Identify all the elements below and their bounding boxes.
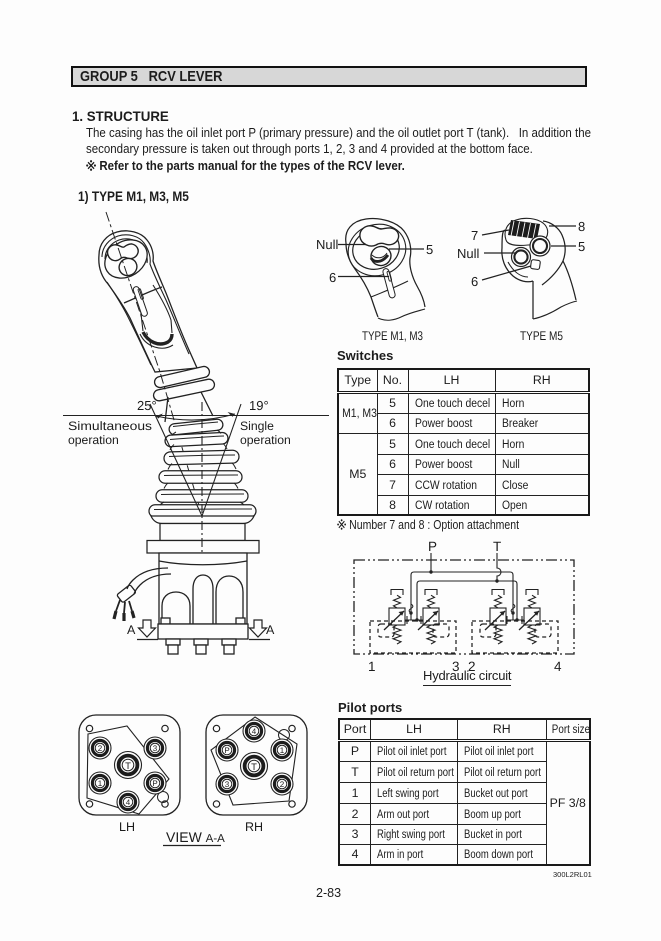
svg-text:19°: 19°	[249, 398, 269, 413]
svg-text:3: 3	[225, 780, 230, 789]
svg-text:6: 6	[471, 274, 478, 289]
svg-text:7: 7	[471, 228, 478, 243]
svg-text:P: P	[152, 779, 157, 788]
svg-text:2: 2	[280, 780, 285, 789]
svg-text:P: P	[428, 539, 437, 554]
svg-text:2: 2	[468, 659, 476, 674]
svg-text:1: 1	[280, 746, 285, 755]
svg-text:VIEW A-A: VIEW A-A	[166, 829, 225, 845]
svg-text:8: 8	[578, 219, 585, 234]
svg-text:RH: RH	[245, 820, 263, 834]
svg-text:Null: Null	[457, 246, 480, 261]
svg-text:1: 1	[368, 659, 376, 674]
svg-text:3: 3	[452, 659, 460, 674]
svg-text:25°: 25°	[137, 398, 157, 413]
svg-text:1: 1	[98, 779, 103, 788]
svg-text:P: P	[224, 746, 229, 755]
svg-text:Single: Single	[240, 419, 274, 433]
svg-text:operation: operation	[240, 433, 291, 447]
svg-text:5: 5	[578, 239, 585, 254]
svg-text:3: 3	[153, 744, 158, 753]
svg-text:Simultaneous: Simultaneous	[68, 419, 152, 433]
svg-text:T: T	[251, 762, 257, 773]
svg-text:4: 4	[252, 727, 257, 736]
svg-text:4: 4	[126, 798, 131, 807]
svg-text:LH: LH	[119, 820, 135, 834]
svg-text:4: 4	[554, 659, 562, 674]
svg-text:6: 6	[329, 270, 336, 285]
svg-text:T: T	[493, 539, 501, 554]
svg-text:5: 5	[426, 242, 433, 257]
svg-text:2: 2	[98, 744, 103, 753]
svg-text:TYPE M1, M3: TYPE M1, M3	[362, 329, 423, 343]
svg-text:A: A	[266, 623, 275, 637]
svg-text:A: A	[127, 623, 136, 637]
svg-text:operation: operation	[68, 433, 119, 447]
svg-text:Null: Null	[316, 237, 339, 252]
svg-text:TYPE M5: TYPE M5	[520, 329, 563, 343]
svg-text:T: T	[125, 761, 131, 772]
